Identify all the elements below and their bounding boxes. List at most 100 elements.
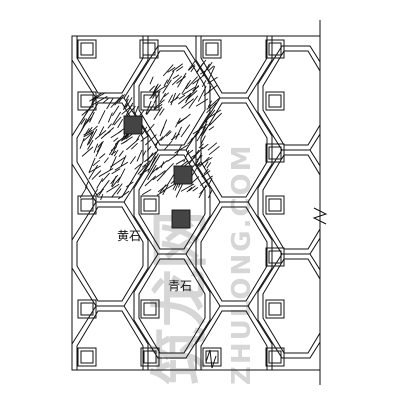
hatch-left-stroke bbox=[98, 110, 106, 124]
hatch-left-stroke bbox=[81, 105, 93, 116]
hatch-center-stroke bbox=[199, 70, 206, 75]
hatch-left-stroke bbox=[89, 165, 101, 173]
hex-cell-outer-13 bbox=[257, 253, 320, 359]
hatch-left-stroke bbox=[142, 150, 147, 158]
hatch-center-stroke bbox=[171, 75, 183, 86]
hatch-left-stroke bbox=[91, 92, 107, 101]
textured-tile-1 bbox=[173, 165, 193, 185]
square-tile-inner-15 bbox=[268, 350, 282, 364]
hatch-center-stroke bbox=[163, 92, 170, 98]
hatch-left-stroke bbox=[98, 168, 114, 178]
hatch-center-stroke bbox=[188, 185, 196, 192]
hatch-center-stroke bbox=[176, 76, 186, 84]
square-tile-9 bbox=[77, 299, 97, 319]
hatch-left-stroke bbox=[101, 172, 110, 183]
hatch-center-stroke bbox=[149, 76, 154, 85]
hexagon-grid bbox=[72, 36, 320, 370]
hatch-left-stroke bbox=[120, 155, 127, 167]
break-mark-bottom bbox=[205, 349, 217, 369]
hatch-center-stroke bbox=[192, 187, 199, 192]
hatch-left-stroke bbox=[125, 102, 134, 116]
hatch-left-stroke bbox=[83, 116, 93, 127]
hatch-left-stroke bbox=[99, 153, 106, 159]
hatch-center-stroke bbox=[191, 176, 200, 184]
hatch-left-stroke bbox=[96, 188, 104, 196]
hatch-left-stroke bbox=[112, 111, 121, 126]
square-tile-inner-18 bbox=[268, 250, 282, 264]
hatch-left-stroke bbox=[142, 160, 151, 168]
hatch-center-stroke bbox=[169, 96, 179, 103]
hatch-center-stroke bbox=[194, 146, 204, 157]
hatch-left-stroke bbox=[117, 190, 130, 200]
hatch-left-stroke bbox=[106, 98, 114, 110]
hatch-center-stroke bbox=[152, 104, 163, 111]
hatch-center-stroke bbox=[203, 161, 209, 169]
hatch-left-stroke bbox=[84, 181, 89, 189]
hatch-left-stroke bbox=[93, 143, 99, 153]
hatch-center-stroke bbox=[199, 185, 208, 195]
hatch-center-stroke bbox=[175, 181, 184, 198]
hatch-center-stroke bbox=[159, 92, 167, 103]
hatch-left-stroke bbox=[87, 139, 94, 150]
square-tile-2 bbox=[202, 39, 222, 59]
hex-cell-inner-12 bbox=[262, 154, 320, 250]
hatch-left-stroke bbox=[140, 134, 150, 142]
square-tile-inner-11 bbox=[268, 302, 282, 316]
break-mark-right bbox=[312, 207, 328, 225]
hatch-left-stroke bbox=[126, 105, 136, 117]
hatch-center-stroke bbox=[153, 99, 165, 109]
hatch-center-stroke bbox=[152, 170, 166, 181]
hatch-center-stroke bbox=[184, 82, 189, 89]
hatch-center-stroke bbox=[171, 63, 183, 72]
hatch-center-stroke bbox=[188, 64, 195, 71]
hatch-center-stroke bbox=[208, 145, 220, 156]
hex-cell-outer-7 bbox=[195, 36, 273, 99]
hatch-center-stroke bbox=[196, 160, 202, 166]
square-tile-inner-7 bbox=[143, 198, 157, 212]
hatch-center-stroke bbox=[206, 102, 217, 114]
hatch-left-stroke bbox=[114, 97, 122, 106]
square-tile-13 bbox=[140, 347, 160, 367]
hatch-center-stroke bbox=[200, 135, 206, 145]
hatch-left-stroke bbox=[118, 94, 125, 103]
hatch-center-stroke bbox=[195, 98, 209, 107]
hatch-left-stroke bbox=[91, 170, 102, 180]
hatch-left-stroke bbox=[91, 188, 99, 199]
hatch-left-stroke bbox=[96, 140, 104, 153]
hatch-left-stroke bbox=[146, 146, 152, 152]
hex-cell-inner-4 bbox=[138, 50, 206, 146]
watermark-brand-en: ZHULONG.COM bbox=[227, 143, 257, 385]
hatch-center-stroke bbox=[197, 157, 213, 167]
hatch-center-stroke bbox=[154, 140, 159, 148]
hatch-left-stroke bbox=[123, 98, 129, 109]
hatch-left-stroke bbox=[80, 118, 86, 125]
label-blue-stone: 青石 bbox=[168, 279, 192, 293]
hatch-left-stroke bbox=[88, 157, 96, 173]
hatch-center-stroke bbox=[201, 170, 211, 178]
hatch-left-stroke bbox=[94, 130, 107, 140]
square-tile-inner-0 bbox=[80, 42, 94, 56]
hatch-left-stroke bbox=[106, 183, 120, 193]
linework bbox=[71, 20, 328, 385]
hex-cell-inner-13 bbox=[262, 258, 320, 354]
hatch-center-stroke bbox=[209, 112, 223, 126]
hatch-left-stroke bbox=[103, 157, 109, 164]
hex-cell-outer-2 bbox=[72, 201, 149, 307]
label-yellow-stone: 黄石 bbox=[117, 229, 141, 243]
square-tile-18 bbox=[265, 247, 285, 267]
hatch-center-stroke bbox=[202, 143, 209, 150]
hatch-center-stroke bbox=[157, 183, 169, 193]
hatch-center-stroke bbox=[162, 184, 169, 196]
hatch-center-stroke bbox=[177, 72, 187, 88]
hex-cell-inner-2 bbox=[76, 206, 144, 302]
hatch-center-stroke bbox=[207, 100, 212, 108]
hatch-center-stroke bbox=[200, 123, 211, 136]
hatch-center-stroke bbox=[156, 171, 166, 182]
square-tile-inner-13 bbox=[143, 350, 157, 364]
textured-tile-2 bbox=[171, 209, 191, 229]
hatch-left-stroke bbox=[107, 123, 112, 129]
hatch-center-stroke bbox=[200, 175, 213, 186]
hex-cell-outer-4 bbox=[133, 45, 211, 151]
hatch-center-stroke bbox=[160, 129, 171, 142]
hatch-center-stroke bbox=[187, 60, 196, 71]
